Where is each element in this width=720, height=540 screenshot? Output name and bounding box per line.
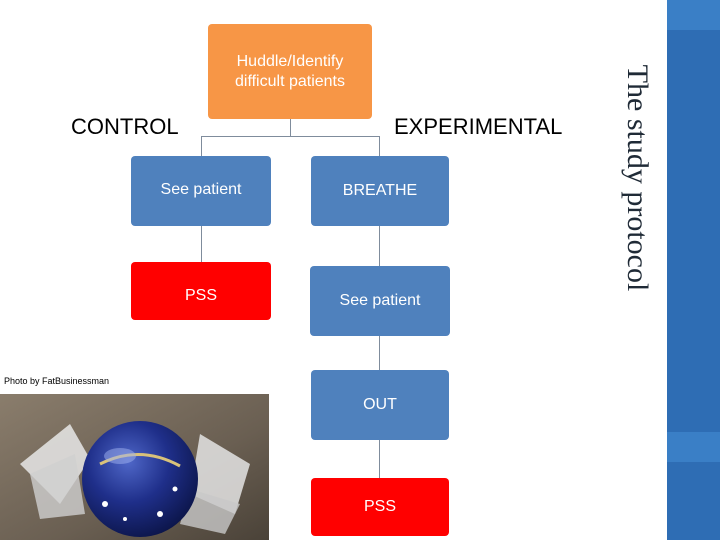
experimental-label: EXPERIMENTAL [394, 114, 563, 139]
experimental-step-see-patient: See patient [310, 266, 450, 336]
connector-exp-3-4 [379, 440, 380, 478]
connector-control-down [201, 136, 202, 156]
connector-experimental-down [379, 136, 380, 156]
control-step-pss: PSS [131, 262, 271, 320]
control-step-pss-label: PSS [184, 287, 217, 304]
experimental-step-see-patient-label: See patient [339, 292, 421, 309]
connector-exp-1-2 [379, 226, 380, 266]
title-strip-accent-top [667, 0, 720, 30]
photo-credit: Photo by FatBusinessman [4, 376, 110, 386]
chocolate-photo [0, 394, 269, 540]
title-strip-accent-bottom [667, 432, 720, 462]
experimental-step-breathe: BREATHE [311, 156, 449, 226]
root-node-label: Huddle/Identify difficult patients [235, 52, 345, 90]
connector-exp-2-3 [379, 336, 380, 370]
control-step-see-patient: See patient [131, 156, 271, 226]
experimental-step-pss: PSS [311, 478, 449, 536]
connector-root-down [290, 119, 291, 136]
connector-horizontal [201, 136, 380, 137]
connector-control-1-2 [201, 226, 202, 262]
slide-title: The study protocol [621, 64, 654, 292]
experimental-step-breathe-label: BREATHE [342, 182, 418, 199]
control-step-see-patient-label: See patient [160, 181, 242, 198]
root-node: Huddle/Identify difficult patients [208, 24, 372, 119]
control-label: CONTROL [71, 114, 179, 139]
wrapped-chocolate-truffle-icon [0, 394, 269, 540]
experimental-step-out-label: OUT [363, 396, 397, 413]
experimental-step-out: OUT [311, 370, 449, 440]
experimental-step-pss-label: PSS [363, 498, 396, 515]
